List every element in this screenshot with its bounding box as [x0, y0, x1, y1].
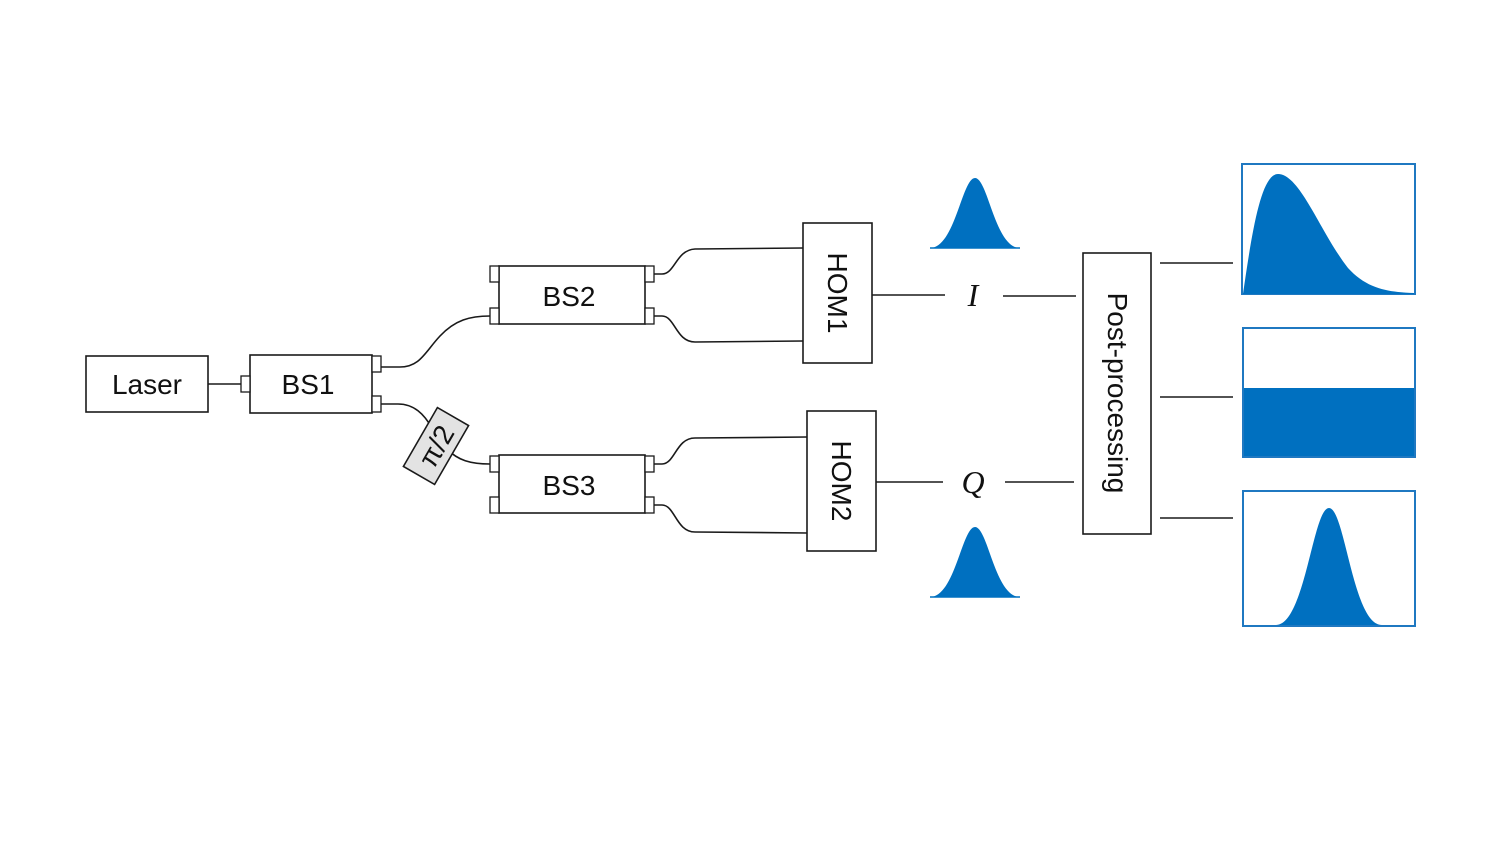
bs3-block: BS3: [489, 454, 655, 514]
i-gaussian-icon: [930, 178, 1020, 249]
bs2-block: BS2: [489, 265, 655, 325]
bs1-block: BS1: [240, 354, 382, 414]
hom1-label: HOM1: [822, 253, 853, 334]
bs1-to-bs2-fiber: [381, 315, 491, 368]
output-gaussian-distribution-plot: [1242, 490, 1416, 627]
bs1-to-phase-fiber: [381, 403, 433, 429]
laser-label: Laser: [112, 369, 182, 400]
signal-i-label: I: [967, 277, 980, 313]
q-gaussian-icon: [930, 527, 1020, 598]
signal-q-label: Q: [961, 464, 984, 500]
bs2-label: BS2: [543, 281, 596, 312]
hom2-label: HOM2: [826, 441, 857, 522]
hom2-block: HOM2: [806, 410, 877, 552]
bs1-label: BS1: [282, 369, 335, 400]
phase-shifter-block: π/2: [402, 406, 470, 486]
output-skewed-distribution-plot: [1241, 163, 1416, 295]
output-uniform-distribution-plot: [1242, 327, 1416, 458]
phase-to-bs3-fiber: [447, 449, 491, 465]
hom1-block: HOM1: [802, 222, 873, 364]
bs3-label: BS3: [543, 470, 596, 501]
post-processing-block: Post-processing: [1082, 252, 1152, 535]
bs2-to-hom1-fiber-bottom: [654, 315, 804, 343]
bs2-to-hom1-fiber-top: [654, 247, 804, 275]
bs3-to-hom2-fiber-top: [654, 436, 808, 465]
bs3-to-hom2-fiber-bottom: [654, 504, 808, 534]
laser-block: Laser: [85, 355, 209, 413]
post-processing-label: Post-processing: [1102, 293, 1133, 494]
